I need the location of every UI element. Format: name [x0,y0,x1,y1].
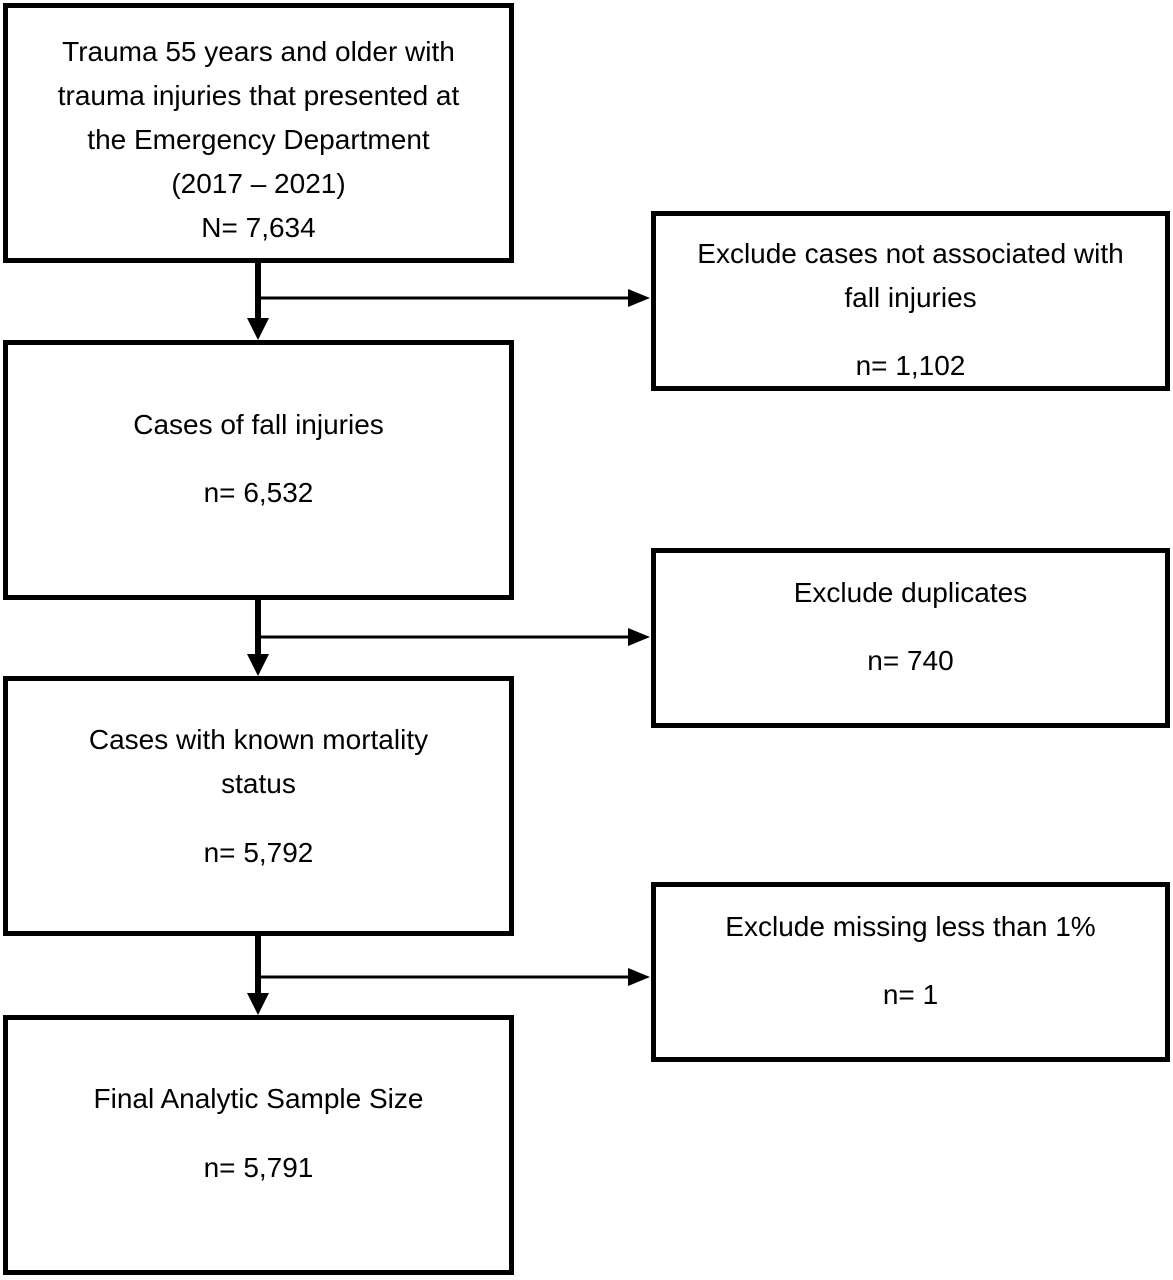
box-count: n= 6,532 [203,477,314,508]
side-arrowhead-2 [628,628,650,646]
box-count: n= 1,102 [855,350,966,381]
down-arrowhead-2 [247,654,269,676]
box-line: status [221,768,296,799]
exclude-missing-box: Exclude missing less than 1% n= 1 [651,882,1170,1062]
box-line: fall injuries [844,282,977,313]
box-label: Exclude missing less than 1% [725,911,1096,942]
box-count: n= 5,791 [203,1152,314,1183]
box-count: n= 740 [867,645,954,676]
box-label: Cases of fall injuries [133,409,384,440]
box-line: Exclude cases not associated with [697,238,1124,269]
down-arrowhead-1 [247,318,269,340]
fall-injuries-box: Cases of fall injuries n= 6,532 [3,340,514,600]
box-label: Final Analytic Sample Size [93,1083,424,1114]
side-arrowhead-1 [628,289,650,307]
exclude-duplicates-box: Exclude duplicates n= 740 [651,548,1170,728]
box-count: n= 5,792 [203,837,314,868]
box-count: n= 1 [882,979,939,1010]
exclude-non-fall-box: Exclude cases not associated with fall i… [651,211,1170,391]
final-sample-box: Final Analytic Sample Size n= 5,791 [3,1015,514,1275]
trauma-population-box: Trauma 55 years and older with trauma in… [3,3,514,263]
box-count: N= 7,634 [201,212,316,243]
known-mortality-box: Cases with known mortality status n= 5,7… [3,676,514,936]
down-arrowhead-3 [247,993,269,1015]
box-label: Exclude duplicates [793,577,1028,608]
side-arrowhead-3 [628,968,650,986]
box-line: (2017 – 2021) [171,168,346,199]
box-line: Cases with known mortality [88,724,429,755]
box-line: the Emergency Department [87,124,430,155]
box-line: trauma injuries that presented at [57,80,460,111]
box-line: Trauma 55 years and older with [62,36,455,67]
